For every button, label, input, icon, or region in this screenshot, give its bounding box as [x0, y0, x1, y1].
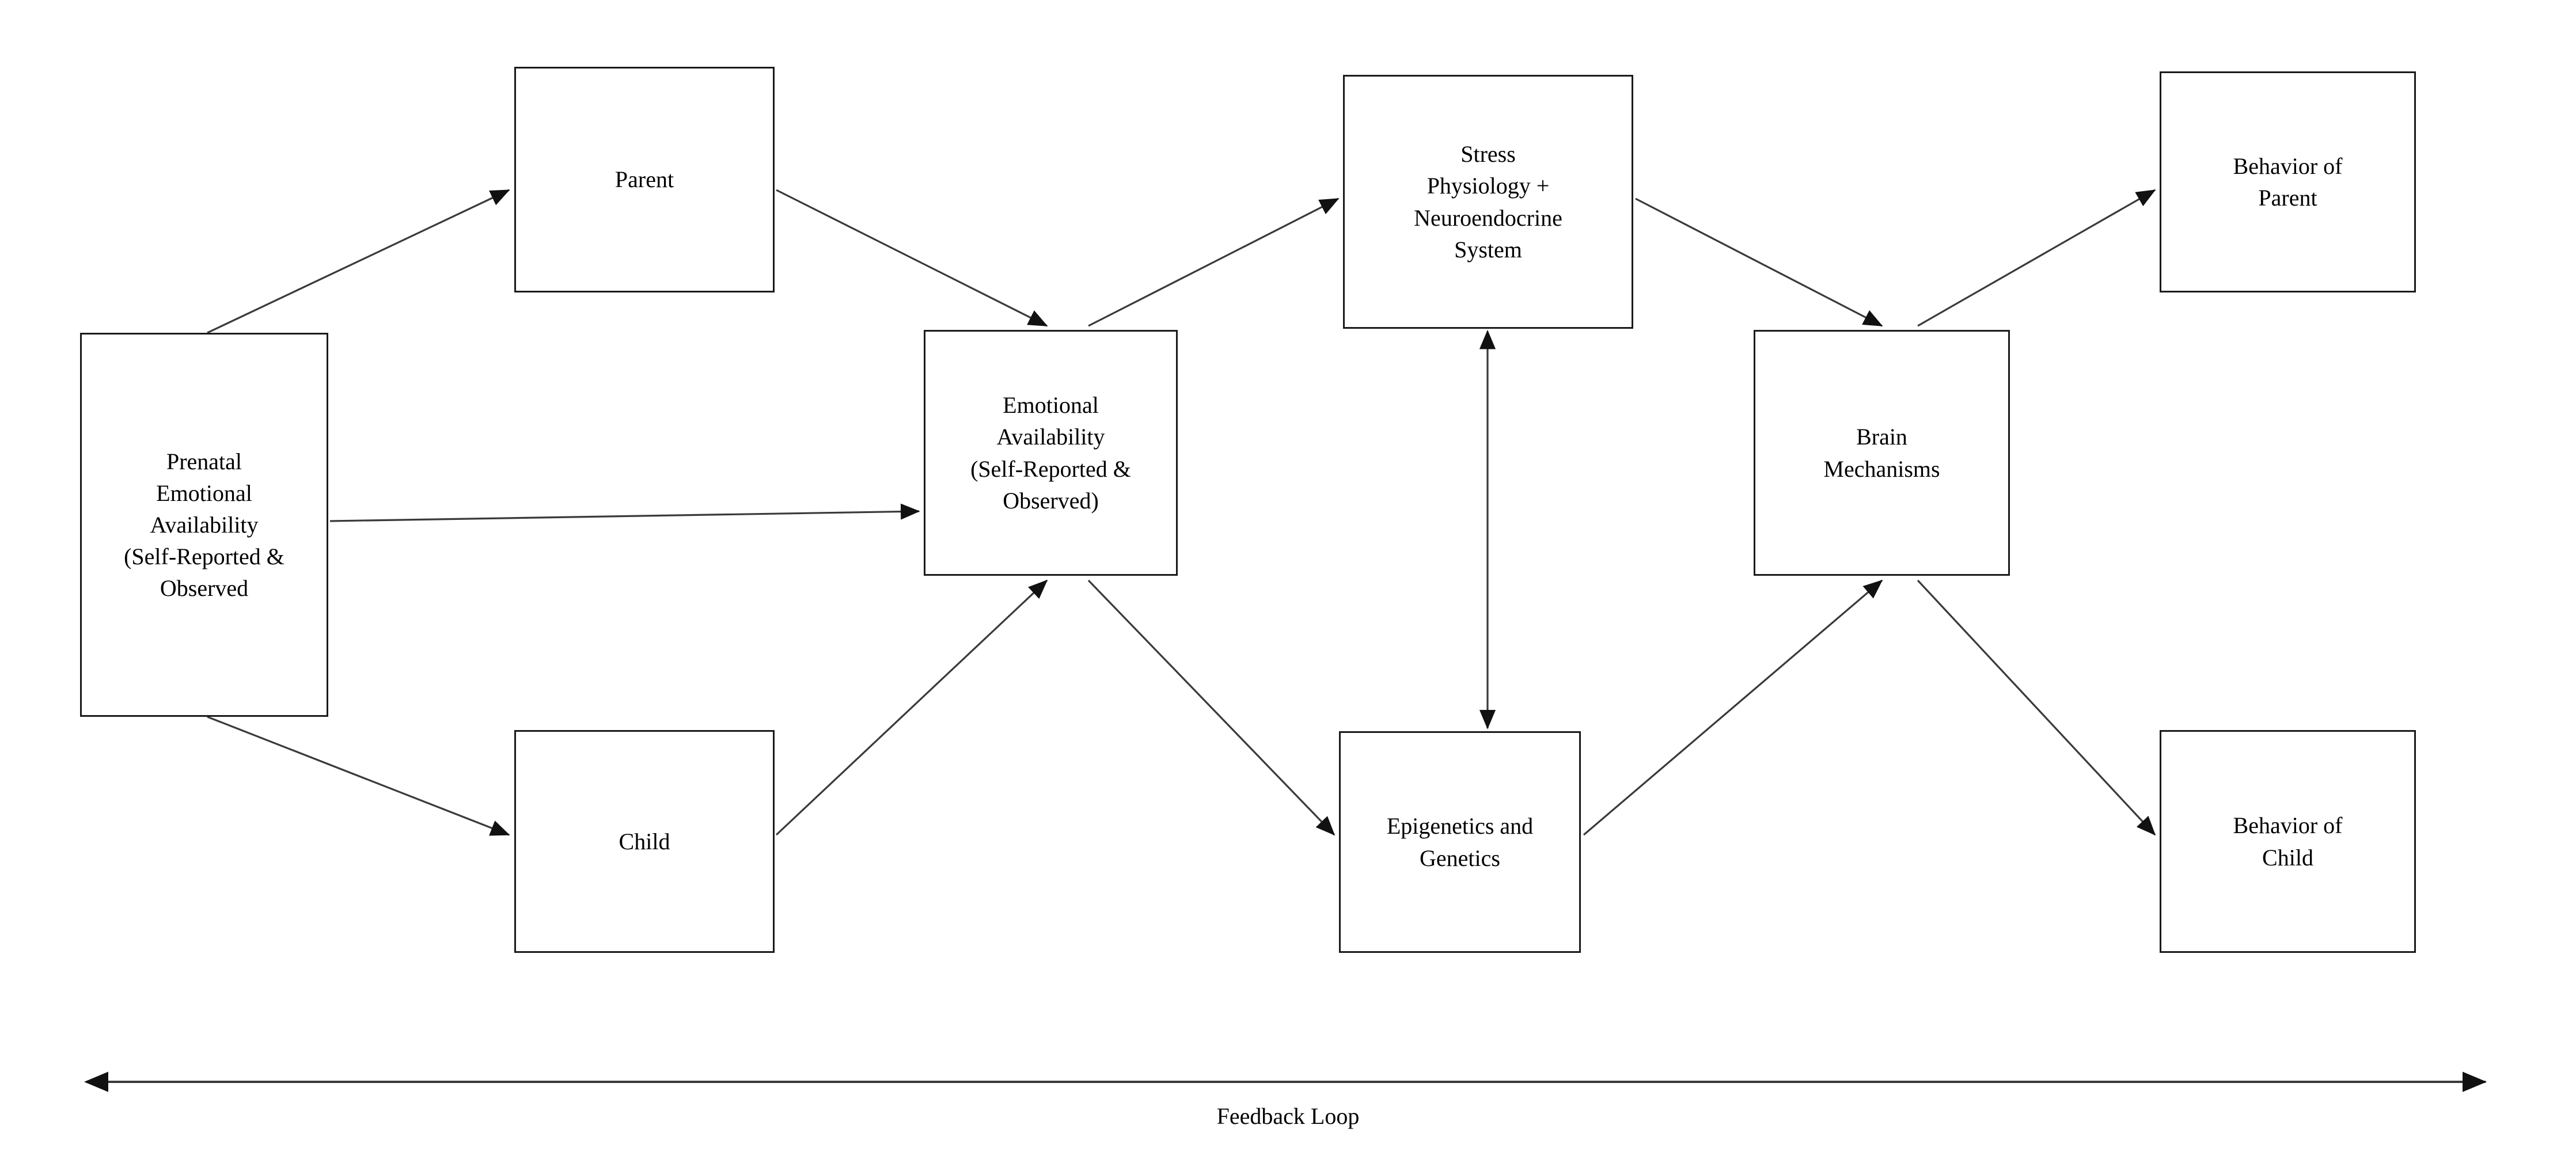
node-behavior-of-child[interactable]: Behavior of Child: [2160, 730, 2416, 953]
node-label-parent: Parent: [614, 166, 674, 193]
node-label-prenatal-emotional-availability: Prenatal Emotional Availability (Self-Re…: [124, 448, 284, 602]
node-brain-mechanisms[interactable]: Brain Mechanisms: [1754, 330, 2010, 576]
node-label-behavior-of-parent: Behavior of Parent: [2233, 153, 2343, 211]
node-label-behavior-of-child: Behavior of Child: [2233, 812, 2343, 871]
node-epigenetics-and-genetics[interactable]: Epigenetics and Genetics: [1339, 731, 1581, 953]
node-emotional-availability[interactable]: Emotional Availability (Self-Reported & …: [924, 330, 1178, 576]
node-label-epigenetics-and-genetics: Epigenetics and Genetics: [1386, 813, 1534, 871]
edge-prenatal-to-emotional-availability: [329, 503, 920, 522]
node-label-child: Child: [619, 828, 670, 854]
node-parent[interactable]: Parent: [514, 67, 775, 292]
edge-brain-mechanisms-to-behavior-of-parent: [1917, 189, 2156, 327]
edge-prenatal-to-child: [207, 716, 510, 836]
edge-brain-mechanisms-to-behavior-of-child: [1917, 579, 2156, 836]
edge-stress-physiology-to-brain-mechanisms: [1635, 197, 1883, 327]
node-prenatal-emotional-availability[interactable]: Prenatal Emotional Availability (Self-Re…: [80, 333, 328, 717]
edge-emotional-availability-to-stress-physiology: [1088, 197, 1340, 327]
node-label-brain-mechanisms: Brain Mechanisms: [1823, 424, 1940, 482]
node-stress-physiology-neuroendocrine-system[interactable]: Stress Physiology + Neuroendocrine Syste…: [1343, 75, 1633, 329]
edge-prenatal-to-parent: [207, 189, 510, 334]
node-label-stress-physiology-neuroendocrine-system: Stress Physiology + Neuroendocrine Syste…: [1414, 141, 1562, 263]
edge-child-to-emotional-availability: [775, 579, 1048, 836]
node-label-emotional-availability: Emotional Availability (Self-Reported & …: [970, 392, 1131, 514]
node-behavior-of-parent[interactable]: Behavior of Parent: [2160, 71, 2416, 292]
node-child[interactable]: Child: [514, 730, 775, 953]
edge-epigenetics-to-brain-mechanisms: [1583, 579, 1883, 836]
edge-emotional-availability-to-epigenetics: [1087, 579, 1336, 836]
edge-parent-to-emotional-availability: [776, 189, 1048, 327]
feedback-loop-label: Feedback Loop: [1216, 1103, 1360, 1129]
